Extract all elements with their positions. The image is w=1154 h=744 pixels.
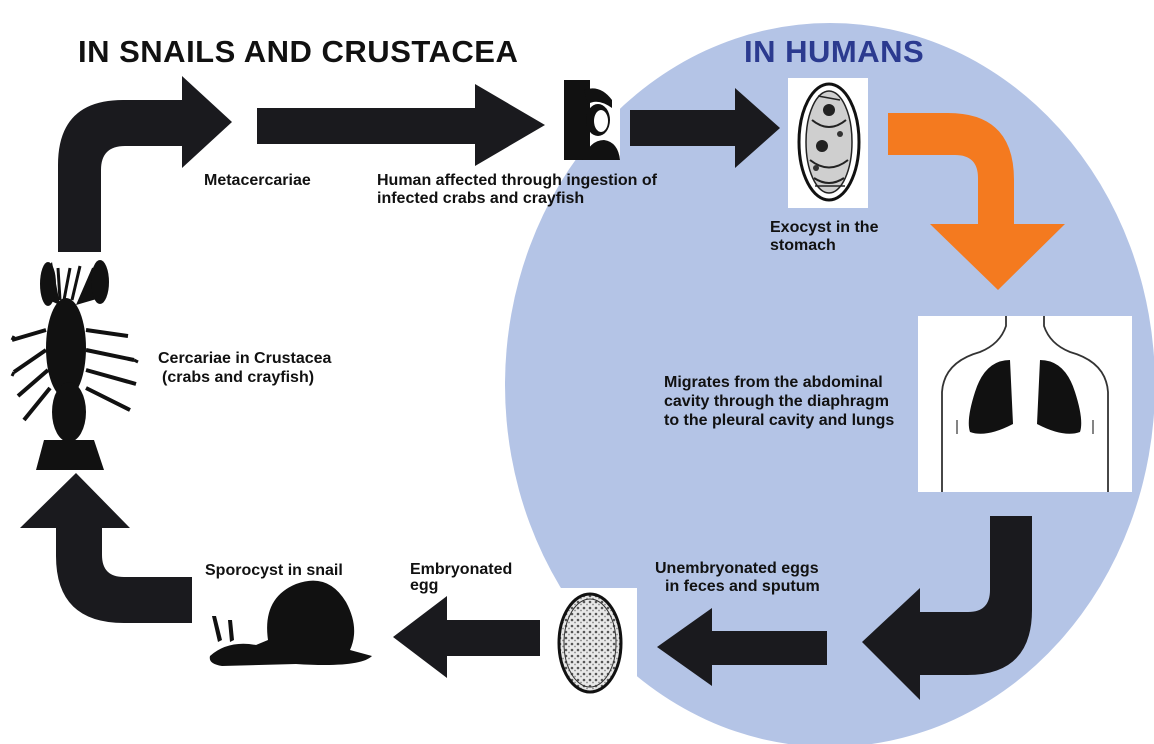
excyst-label-line2: stomach (770, 237, 836, 254)
cercariae-label-line1: Cercariae in Crustacea (158, 350, 331, 367)
migrates-label-line2: cavity through the diaphragm (664, 393, 889, 410)
cercariae-label-line2: (crabs and crayfish) (162, 369, 314, 386)
person-icon (564, 80, 620, 160)
fluke-icon (788, 78, 868, 208)
ingestion-label-line2: infected crabs and crayfish (377, 190, 584, 207)
arrow-egg-to-snail (393, 596, 540, 678)
ingestion-label-line1: Human affected through ingestion of (377, 172, 657, 189)
arrow-metacercariae-to-human (257, 84, 545, 166)
eggs-label-line2: in feces and sputum (665, 578, 820, 595)
snails-crustacea-title: IN SNAILS AND CRUSTACEA (78, 34, 518, 70)
migrates-label-line1: Migrates from the abdominal (664, 374, 883, 391)
lungs-icon (918, 316, 1132, 492)
embryonated-label-line2: egg (410, 577, 438, 594)
arrow-snail-to-crayfish (20, 473, 192, 623)
metacercariae-label: Metacercariae (204, 172, 311, 189)
arrow-crayfish-to-metacercariae (58, 76, 232, 252)
migrates-label-line3: to the pleural cavity and lungs (664, 412, 894, 429)
egg-icon (547, 588, 637, 698)
eggs-label-line1: Unembryonated eggs (655, 560, 819, 577)
excyst-label-line1: Exocyst in the (770, 219, 878, 236)
snail-icon (210, 581, 372, 666)
sporocyst-label: Sporocyst in snail (205, 562, 343, 579)
crayfish-icon (12, 260, 138, 470)
humans-title: IN HUMANS (744, 34, 924, 70)
embryonated-label-line1: Embryonated (410, 561, 512, 578)
